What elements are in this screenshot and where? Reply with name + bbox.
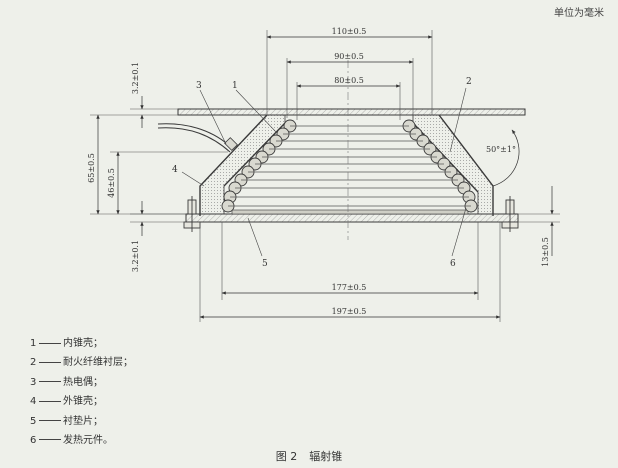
base-flange — [185, 213, 519, 223]
bolt-right — [501, 196, 519, 232]
dim-thickness-bottom: 3.2±0.1 — [131, 240, 140, 272]
dim-110: 110±0.5 — [332, 27, 367, 36]
callout-3: 3 — [196, 81, 202, 91]
dim-46: 46±0.5 — [107, 168, 116, 198]
dim-angle: 50°±1° — [486, 145, 516, 154]
dim-177: 177±0.5 — [332, 283, 367, 292]
extension-lines — [90, 30, 560, 322]
callout-5: 5 — [262, 259, 268, 269]
dim-197: 197±0.5 — [332, 307, 367, 316]
heating-coils-left — [221, 119, 297, 213]
callout-4: 4 — [172, 165, 178, 175]
callout-6: 6 — [450, 259, 456, 269]
dim-80: 80±0.5 — [334, 76, 364, 85]
figure-caption: 图 2 辐射锥 — [0, 448, 618, 464]
dim-65: 65±0.5 — [87, 153, 96, 183]
callout-2: 2 — [466, 77, 472, 87]
figure-title: 辐射锥 — [309, 450, 343, 463]
top-plate — [177, 108, 526, 116]
dim-13: 13±0.5 — [541, 237, 550, 267]
gasket — [231, 209, 469, 215]
thermocouple-fitting — [224, 137, 238, 151]
inner-cone-shell — [223, 122, 479, 193]
dim-thickness-top: 3.2±0.1 — [131, 62, 140, 94]
unit-label: 单位为毫米 — [554, 8, 604, 19]
fiber-lining-left — [199, 114, 286, 215]
heating-wires — [228, 125, 471, 207]
bolt-left — [183, 196, 201, 232]
dim-90: 90±0.5 — [334, 52, 364, 61]
figure-number: 图 2 — [275, 450, 298, 463]
callout-1: 1 — [232, 81, 238, 91]
callout-leaders — [181, 87, 467, 257]
dimension-lines — [96, 35, 554, 319]
thermocouple — [157, 123, 233, 153]
